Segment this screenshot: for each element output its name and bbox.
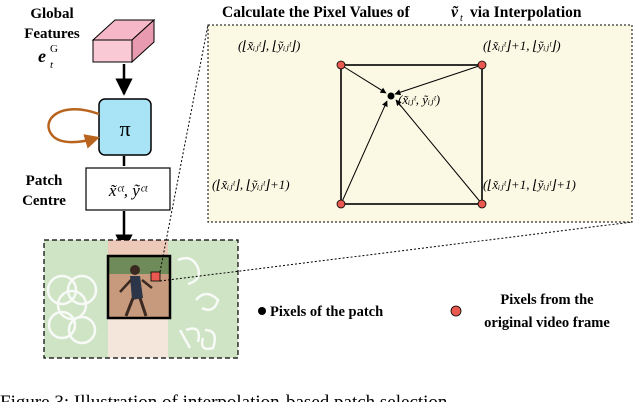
frame-pixel-bottom-left [336, 199, 346, 209]
global-features-symbol: e t G [38, 43, 58, 71]
legend-patch-pixel-marker [258, 307, 266, 315]
legend-patch-pixels: Pixels of the patch [270, 304, 383, 320]
global-features-label-2: Features [24, 26, 80, 42]
svg-text:G: G [50, 43, 58, 55]
recurrent-loop-arrow [47, 108, 100, 149]
zoom-line-bottom [159, 221, 633, 282]
corner-label-top-left: (⌊x̃ᵢⱼᵗ⌋, ⌊ỹᵢⱼᵗ⌋) [238, 38, 300, 53]
patch-centre-formula: x̃ᶜᵗ, ỹᶜᵗ [108, 181, 148, 200]
rio-watermark [177, 257, 220, 351]
frame-pixel-top-right [477, 60, 487, 70]
policy-box [98, 98, 152, 156]
svg-text:ṽ: ṽ [451, 4, 459, 21]
frame-pixel-bottom-right [477, 199, 487, 209]
corner-label-bottom-right: (⌊x̃ᵢⱼᵗ⌋+1, ⌊ỹᵢⱼᵗ⌋+1) [483, 177, 576, 192]
interpolation-title: Calculate the Pixel Values of ṽ t via In… [222, 4, 582, 24]
patch-centre-box [85, 167, 171, 211]
zoom-line-top [159, 24, 209, 273]
global-features-box [91, 18, 156, 64]
selected-patch [106, 254, 172, 320]
policy-symbol: π [119, 116, 130, 141]
frame-pixel-top-left [336, 60, 346, 70]
corner-label-bottom-left: (⌊x̃ᵢⱼᵗ⌋, ⌊ỹᵢⱼᵗ⌋+1) [212, 177, 290, 192]
olympic-rings-watermark [46, 274, 98, 345]
patch-pixel-center [387, 92, 395, 100]
svg-text:e: e [38, 46, 46, 66]
global-features-label-1: Global [30, 6, 73, 22]
legend-frame-pixels-1: Pixels from the [500, 292, 594, 308]
svg-text:t: t [460, 13, 463, 24]
svg-text:via Interpolation: via Interpolation [470, 4, 582, 21]
center-point-label: (x̃ᵢⱼᵗ, ỹᵢⱼᵗ) [398, 92, 440, 107]
legend-frame-pixels-2: original video frame [484, 315, 610, 331]
interpolation-arrows [340, 64, 483, 205]
legend-frame-pixel-marker [450, 305, 462, 317]
interpolation-panel [207, 24, 633, 223]
patch-centre-label-1: Patch [26, 173, 63, 189]
patch-centre-label-2: Centre [22, 193, 66, 209]
figure-caption: Figure 3: Illustration of interpolation-… [0, 392, 448, 402]
svg-text:Calculate the Pixel Values of: Calculate the Pixel Values of [222, 4, 411, 21]
svg-text:t: t [50, 59, 54, 71]
interpolation-square [340, 64, 483, 205]
corner-label-top-right: (⌊x̃ᵢⱼᵗ⌋+1, ⌊ỹᵢⱼᵗ⌋) [483, 38, 561, 53]
zoom-source-pixel [150, 271, 161, 282]
